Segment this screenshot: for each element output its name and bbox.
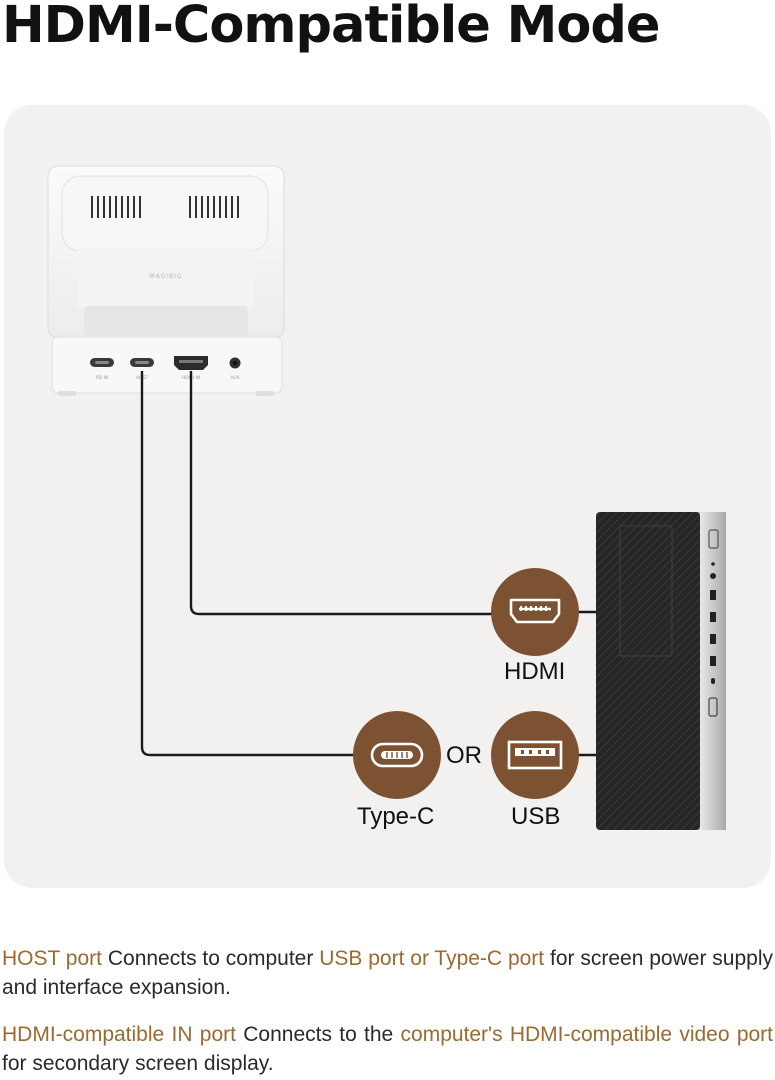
hdmi-port-description: HDMI-compatible IN port Connects to the … (2, 1023, 774, 1075)
typec-badge (353, 711, 441, 799)
svg-text:AUX: AUX (230, 375, 239, 381)
hdmi-in-port-term: HDMI-compatible IN port (2, 1023, 236, 1046)
brand-logo: MAGIBIG (149, 273, 182, 280)
usb-typec-port-term: USB port or Type-C port (319, 947, 545, 970)
page-title: HDMI-Compatible Mode (2, 0, 661, 55)
vent-right-icon (189, 196, 239, 218)
monitor-device: MAGIBIG (47, 165, 285, 339)
port-pd-in: PD IN (90, 358, 114, 381)
hdmi-label: HDMI (504, 658, 566, 685)
cable-hdmi (189, 371, 500, 616)
cable-host (140, 371, 356, 757)
typec-label: Type-C (357, 803, 435, 830)
host-port-term: HOST port (2, 947, 102, 970)
port-aux: AUX (229, 357, 241, 381)
computer-hdmi-port-term: computer's HDMI-compatible video port (400, 1023, 774, 1046)
usb-badge (491, 711, 579, 799)
or-label: OR (446, 742, 482, 769)
usb-label: USB (511, 803, 561, 830)
vent-left-icon (91, 196, 141, 218)
usb-port-icon (507, 740, 563, 770)
pc-tower (596, 512, 726, 830)
host-port-description: HOST port Connects to computer USB port … (2, 947, 773, 999)
dock-base: PD IN HOST HDMI IN AUX (51, 336, 283, 396)
type-c-port-icon (370, 742, 424, 768)
svg-text:PD IN: PD IN (96, 375, 108, 381)
hdmi-badge (491, 568, 579, 656)
